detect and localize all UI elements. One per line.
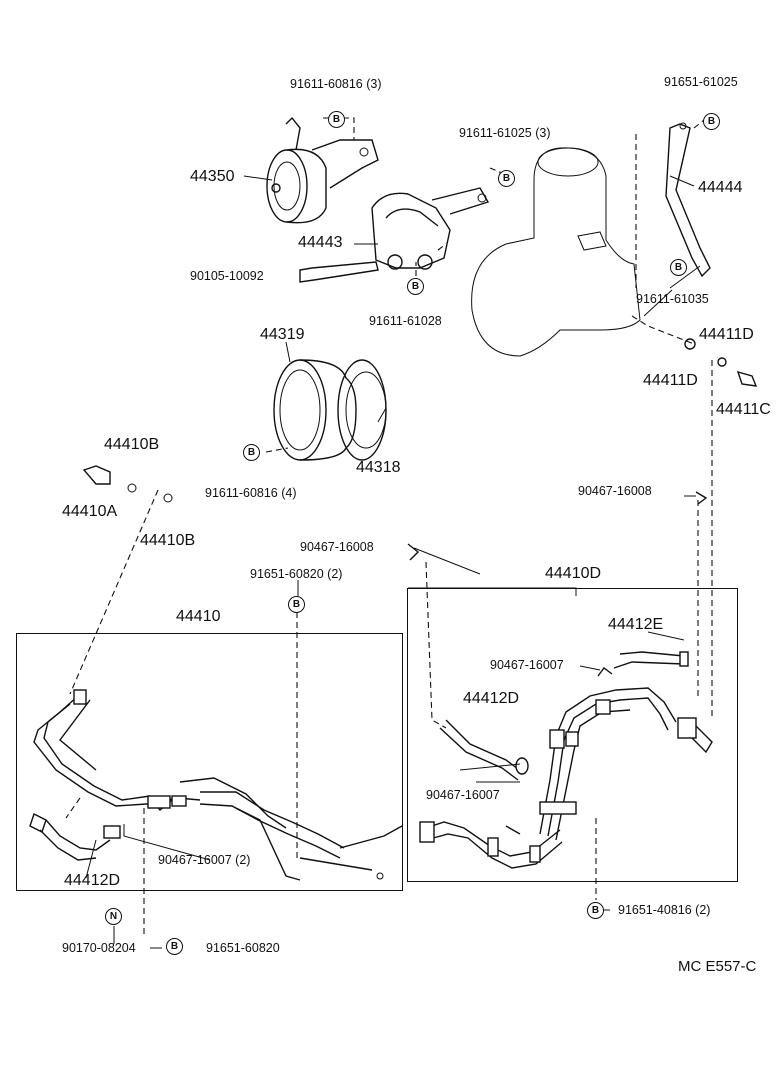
bolt-badge: B bbox=[243, 444, 260, 461]
fastener-label: 91651-60820 bbox=[206, 941, 280, 955]
part-label: 44443 bbox=[298, 234, 343, 251]
fastener-label: 91651-40816 (2) bbox=[618, 903, 711, 917]
part-label: 44410D bbox=[545, 565, 602, 582]
part-label: 44411D bbox=[699, 326, 754, 343]
fastener-label: 90170-08204 bbox=[62, 941, 136, 955]
part-label: 44411C bbox=[716, 401, 771, 418]
bolts-44410-drawing bbox=[69, 465, 173, 695]
fastener-label: 90467-16007 bbox=[490, 658, 564, 672]
fastener-label: 90467-16008 bbox=[300, 540, 374, 554]
bracket-44443-drawing bbox=[299, 167, 501, 283]
fastener-label: 91611-60816 (4) bbox=[205, 486, 297, 500]
reservoir-bracket-44350-drawing bbox=[266, 116, 379, 224]
bolt-badge: B bbox=[670, 259, 687, 276]
bolts-44411-drawing bbox=[684, 338, 758, 720]
fastener-label: 91651-60820 (2) bbox=[250, 567, 343, 581]
bolt-badge: B bbox=[288, 596, 305, 613]
diagram-reference-code: MC E557-C bbox=[678, 958, 757, 975]
part-label: 44318 bbox=[356, 459, 401, 476]
fastener-label: 91611-61028 bbox=[369, 314, 442, 328]
pressure-hose-44410-drawing bbox=[29, 612, 403, 938]
part-label: 44410B bbox=[104, 436, 160, 453]
fastener-label: 90467-16007 bbox=[426, 788, 500, 802]
part-label: 44319 bbox=[260, 326, 305, 343]
fastener-label: 90105-10092 bbox=[190, 269, 264, 283]
part-label: 44410B bbox=[140, 532, 196, 549]
part-label: 44444 bbox=[698, 179, 743, 196]
return-hose-44410D-drawing bbox=[407, 491, 713, 900]
part-label: 44410A bbox=[62, 503, 118, 520]
fastener-label: 90467-16008 bbox=[578, 484, 652, 498]
nut-badge: N bbox=[105, 908, 122, 925]
group-box-44410D bbox=[407, 588, 738, 882]
bolt-badge: B bbox=[407, 278, 424, 295]
group-box-44410 bbox=[16, 633, 403, 891]
bolt-badge: B bbox=[166, 938, 183, 955]
part-label: 44411D bbox=[643, 372, 698, 389]
part-label: 44350 bbox=[190, 168, 235, 185]
fastener-label: 91651-61025 bbox=[664, 75, 738, 89]
part-label: 44412D bbox=[463, 690, 520, 707]
stay-44444-drawing bbox=[665, 119, 711, 278]
part-label: 44412D bbox=[64, 872, 121, 889]
bolt-badge: B bbox=[498, 170, 515, 187]
fastener-label: 91611-61025 (3) bbox=[459, 126, 551, 140]
part-label: 44410 bbox=[176, 608, 221, 625]
bolt-badge: B bbox=[703, 113, 720, 130]
pulley-44319-drawing bbox=[265, 359, 387, 461]
leader-lines bbox=[85, 175, 701, 949]
fastener-label: 91611-61035 bbox=[636, 292, 709, 306]
fastener-label: 90467-16007 (2) bbox=[158, 853, 251, 867]
pump-body-drawing bbox=[471, 134, 695, 357]
part-label: 44412E bbox=[608, 616, 664, 633]
bolt-badge: B bbox=[587, 902, 604, 919]
fastener-label: 91611-60816 (3) bbox=[290, 77, 382, 91]
bolt-badge: B bbox=[328, 111, 345, 128]
